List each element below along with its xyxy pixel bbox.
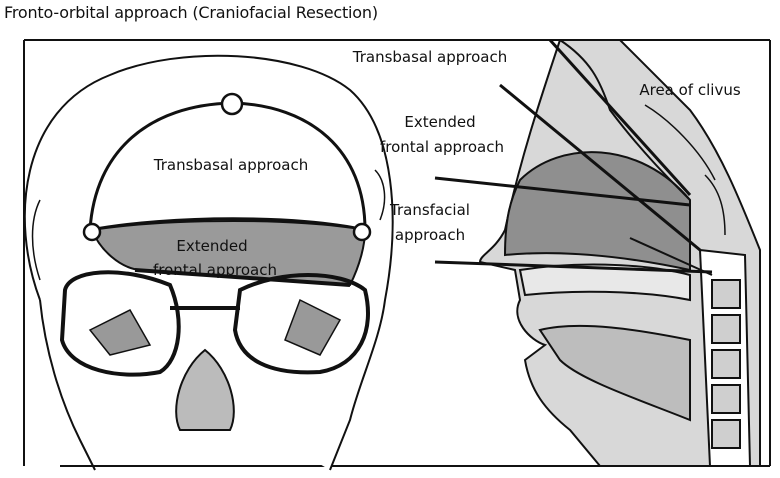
skull-extended-label-line2: frontal approach [153,261,277,279]
sagittal-head-view [478,39,761,467]
approach-trajectories [434,38,713,276]
skull-frontal-view [23,54,394,471]
clivus-pointer [644,104,726,236]
skull-transbasal-label: Transbasal approach [153,156,309,174]
sagittal-extended-label-line2: frontal approach [380,138,504,156]
sagittal-extended-label-line1: Extended [404,113,475,131]
sagittal-transbasal-label: Transbasal approach [352,48,508,66]
clivus-label: Area of clivus [639,81,740,99]
skull-extended-label-line1: Extended [176,237,247,255]
figure-title: Fronto-orbital approach (Craniofacial Re… [4,3,378,22]
transfacial-label-line2: approach [395,226,465,244]
transfacial-label-line1: Transfacial [389,201,470,219]
